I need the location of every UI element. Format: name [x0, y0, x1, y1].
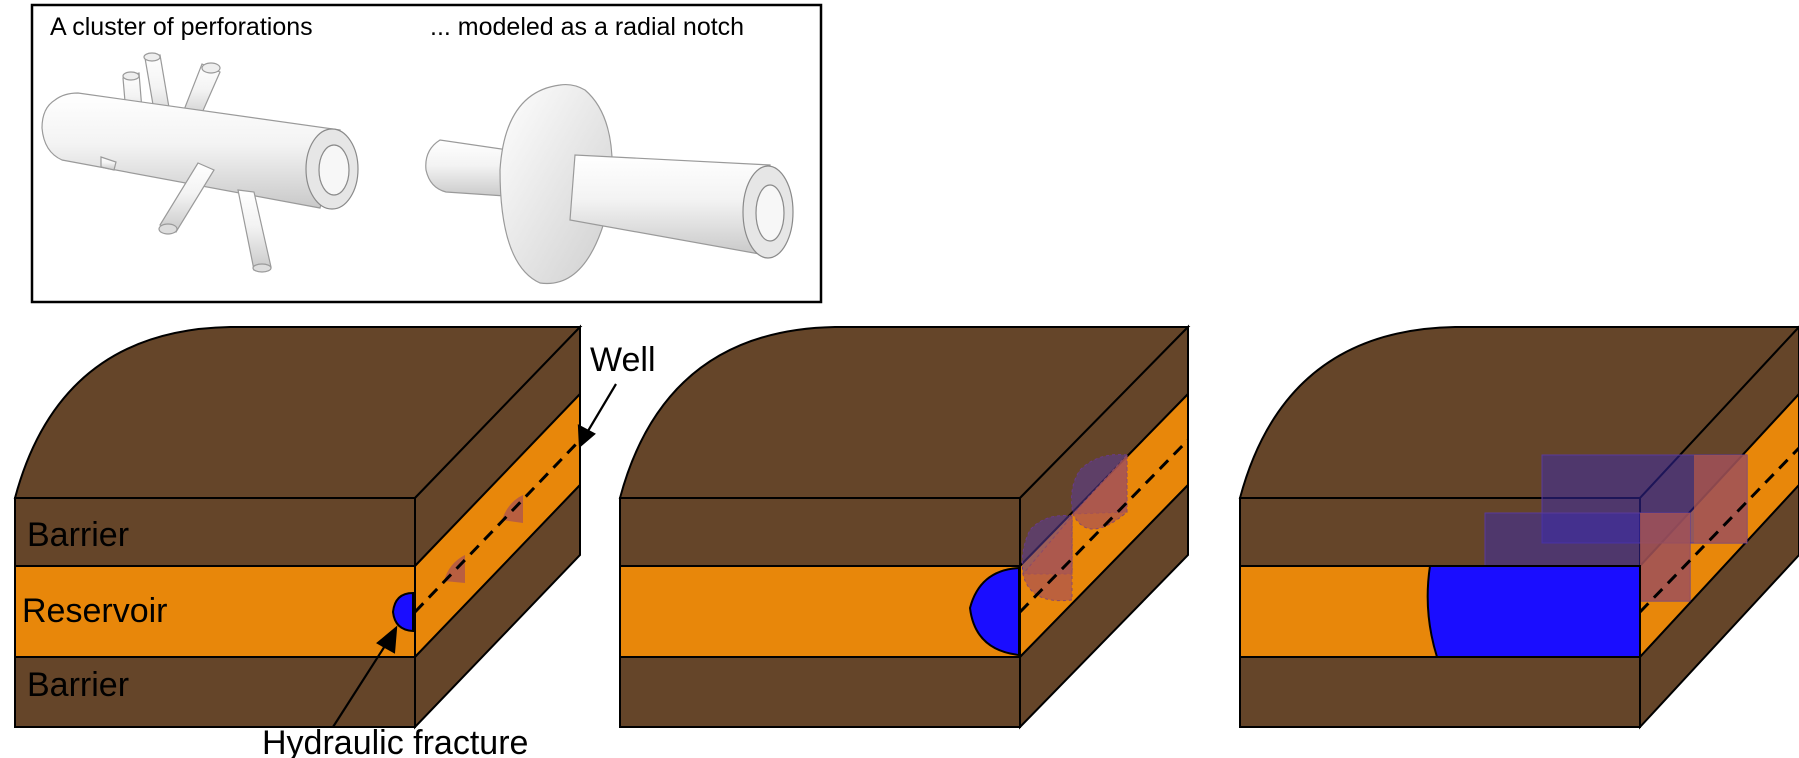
radial-notch-pipe: [425, 83, 794, 285]
tube-end: [158, 223, 178, 235]
hydraulic-fracture: [391, 591, 414, 633]
well-line: [1638, 446, 1799, 614]
tube-end: [252, 263, 272, 273]
reservoir-label: Reservoir: [22, 592, 167, 630]
arrowhead: [376, 625, 398, 654]
inset-left-caption: A cluster of perforations: [50, 13, 313, 41]
arrowhead: [577, 424, 596, 449]
block-growing-fracture: [618, 324, 1191, 730]
fracture-arrow: [332, 625, 398, 728]
barrier-bottom-front: [1239, 656, 1641, 728]
perforation-tube: [100, 156, 117, 171]
barrier-bottom-label: Barrier: [27, 666, 129, 704]
perforation-inset: A cluster of perforations ... modeled as…: [30, 3, 823, 304]
fracture-plane-side: [1640, 513, 1690, 601]
pipe-body: [41, 92, 341, 209]
block-initial-fracture: [13, 324, 583, 730]
inset-right-caption: ... modeled as a radial notch: [430, 13, 744, 41]
barrier-top-front: [14, 497, 416, 567]
barrier-top-label: Barrier: [27, 516, 129, 554]
tube-end: [122, 71, 140, 81]
hydraulic-fracture: [968, 566, 1020, 657]
pipe-bore: [318, 144, 350, 196]
barrier-bottom-front: [14, 656, 416, 728]
top-face: [13, 326, 583, 499]
barrier-bottom-front: [619, 656, 1021, 728]
top-face: [618, 326, 1191, 499]
hydraulic-fracture: [1426, 565, 1641, 658]
tube-end: [201, 62, 221, 74]
side-barrier-bottom: [1019, 482, 1189, 730]
fracture-disc: [1072, 453, 1128, 530]
tube-end: [143, 52, 161, 62]
block-contained-fracture: [1238, 325, 1799, 730]
hydraulic-fracture-label: Hydraulic fracture: [262, 724, 528, 758]
perforated-pipe: [41, 52, 359, 273]
notch-disc: [499, 83, 613, 285]
pipe-body: [425, 139, 523, 198]
barrier-top-front: [619, 497, 1021, 567]
well-label: Well: [590, 341, 656, 379]
reservoir-front: [619, 565, 1021, 658]
well-arrow: [577, 383, 617, 449]
pipe-bore: [755, 184, 785, 242]
side-barrier-bottom: [414, 482, 581, 730]
fracture-plane-side: [1694, 455, 1747, 543]
well-line: [1018, 438, 1190, 614]
fracture-disc: [1022, 514, 1073, 602]
